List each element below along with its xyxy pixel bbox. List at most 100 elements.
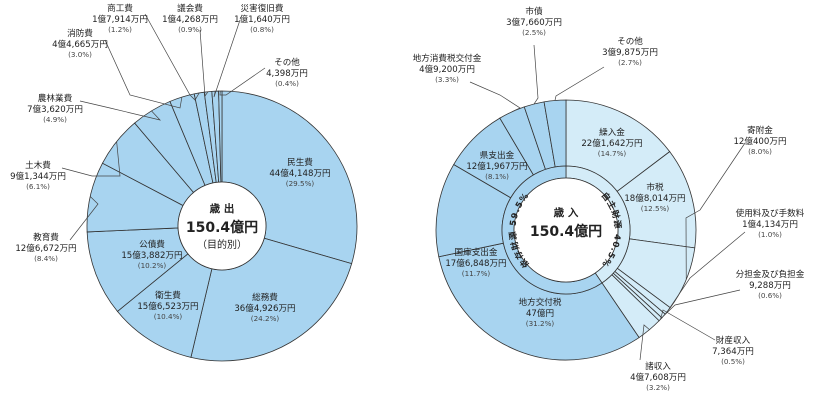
revenue-label-pct-2: (8.0%) <box>748 147 772 156</box>
revenue-label-name-3: 使用料及び手数料 <box>736 207 805 219</box>
expenditure-center-subtitle: （目的別） <box>197 238 247 251</box>
expenditure-label-name-4: 教育費 <box>33 231 59 243</box>
expenditure-label-amount-7: 4億4,665万円 <box>52 38 108 50</box>
expenditure-label-amount-3: 15億3,882万円 <box>121 249 182 261</box>
expenditure-label-pct-10: (0.8%) <box>250 25 274 34</box>
revenue-center-title: 歳 入 <box>554 206 579 219</box>
revenue-label-pct-5: (0.5%) <box>721 357 745 366</box>
expenditure-label-amount-1: 36億4,926万円 <box>234 302 295 314</box>
expenditure-leader-6 <box>79 100 162 121</box>
revenue-leader-5 <box>660 309 716 341</box>
expenditure-label-amount-9: 1億4,268万円 <box>162 13 218 25</box>
revenue-label-name-11: 市債 <box>525 5 543 17</box>
revenue-label-name-1: 市税 <box>646 181 664 193</box>
expenditure-label-pct-11: (0.4%) <box>275 79 299 88</box>
expenditure-label-pct-3: (10.2%) <box>138 261 167 270</box>
expenditure-leader-7 <box>104 39 183 109</box>
revenue-label-pct-6: (3.2%) <box>646 383 670 392</box>
expenditure-label-amount-11: 4,398万円 <box>266 68 308 79</box>
expenditure-label-name-11: その他 <box>274 56 300 68</box>
expenditure-label-name-0: 民生費 <box>287 156 313 168</box>
revenue-label-name-12: その他 <box>617 35 643 47</box>
revenue-label-name-5: 財産収入 <box>716 334 751 346</box>
expenditure-label-amount-5: 9億1,344万円 <box>10 170 66 182</box>
expenditure-label-pct-4: (8.4%) <box>34 254 58 263</box>
expenditure-label-amount-6: 7億3,620万円 <box>27 103 83 115</box>
revenue-label-amount-6: 4億7,608万円 <box>630 371 686 383</box>
expenditure-label-pct-0: (29.5%) <box>286 179 315 188</box>
revenue-label-amount-7: 47億円 <box>526 307 554 319</box>
revenue-label-name-9: 県支出金 <box>480 149 515 161</box>
revenue-label-name-10: 地方消費税交付金 <box>413 52 482 64</box>
revenue-label-amount-0: 22億1,642万円 <box>581 137 642 149</box>
expenditure-label-name-3: 公債費 <box>139 238 165 250</box>
expenditure-label-pct-8: (1.2%) <box>108 25 132 34</box>
expenditure-leader-11 <box>219 67 266 96</box>
expenditure-center-title: 歳 出 <box>210 202 235 215</box>
expenditure-center-total: 150.4億円 <box>186 219 258 236</box>
expenditure-leader-8 <box>144 13 200 101</box>
revenue-label-pct-4: (0.6%) <box>758 291 782 300</box>
expenditure-leader-9 <box>199 29 209 97</box>
expenditure-label-name-10: 災害復旧費 <box>241 2 284 14</box>
revenue-label-amount-2: 12億400万円 <box>733 135 786 147</box>
revenue-center: 歳 入 150.4億円 <box>530 206 602 240</box>
revenue-label-pct-10: (3.3%) <box>435 75 459 84</box>
expenditure-center: 歳 出 150.4億円 （目的別） <box>186 202 258 251</box>
revenue-label-amount-8: 17億6,848万円 <box>445 257 506 269</box>
expenditure-label-name-1: 総務費 <box>252 291 278 303</box>
revenue-leader-11 <box>533 44 539 105</box>
revenue-label-pct-8: (11.7%) <box>462 269 491 278</box>
revenue-label-pct-9: (8.1%) <box>485 172 509 181</box>
expenditure-pie <box>86 90 358 362</box>
revenue-label-pct-1: (12.5%) <box>641 204 670 213</box>
revenue-label-name-4: 分担金及び負担金 <box>736 268 805 280</box>
revenue-pie <box>435 99 697 361</box>
expenditure-label-amount-10: 1億1,640万円 <box>234 13 290 25</box>
expenditure-label-pct-7: (3.0%) <box>68 50 92 59</box>
revenue-label-amount-5: 7,364万円 <box>712 346 754 357</box>
expenditure-label-name-8: 商工費 <box>107 2 133 14</box>
expenditure-label-name-6: 農林業費 <box>38 92 73 104</box>
revenue-leader-12 <box>554 66 605 101</box>
revenue-center-total: 150.4億円 <box>530 223 602 240</box>
revenue-label-name-2: 寄附金 <box>747 124 773 136</box>
expenditure-label-pct-5: (6.1%) <box>26 182 50 191</box>
expenditure-label-name-7: 消防費 <box>67 27 93 39</box>
revenue-label-name-6: 諸収入 <box>645 360 671 372</box>
revenue-leader-3 <box>667 231 746 312</box>
revenue-label-amount-9: 12億1,967万円 <box>466 160 527 172</box>
revenue-label-amount-10: 4億9,200万円 <box>419 63 475 75</box>
expenditure-label-pct-1: (24.2%) <box>251 314 280 323</box>
revenue-label-pct-0: (14.7%) <box>598 149 627 158</box>
revenue-label-amount-12: 3億9,875万円 <box>602 46 658 58</box>
revenue-label-pct-11: (2.5%) <box>522 28 546 37</box>
expenditure-label-name-9: 議会費 <box>177 2 203 14</box>
expenditure-label-amount-0: 44億4,148万円 <box>269 167 330 179</box>
expenditure-label-pct-9: (0.9%) <box>178 25 202 34</box>
expenditure-label-name-2: 衛生費 <box>155 289 181 301</box>
revenue-label-amount-4: 9,288万円 <box>749 280 791 291</box>
revenue-label-name-7: 地方交付税 <box>519 296 562 308</box>
expenditure-label-amount-8: 1億7,914万円 <box>92 13 148 25</box>
expenditure-label-pct-2: (10.4%) <box>154 312 183 321</box>
expenditure-leader-10 <box>213 19 241 98</box>
revenue-leader-6 <box>639 324 650 361</box>
expenditure-leader-4 <box>69 196 99 241</box>
expenditure-label-pct-6: (4.9%) <box>43 115 67 124</box>
expenditure-center-disc <box>177 181 267 271</box>
revenue-label-amount-1: 18億8,014万円 <box>624 192 685 204</box>
expenditure-label-name-5: 土木費 <box>25 159 51 171</box>
revenue-label-amount-11: 3億7,660万円 <box>506 16 562 28</box>
expenditure-label-amount-4: 12億6,672万円 <box>15 242 76 254</box>
revenue-label-pct-7: (31.2%) <box>526 319 555 328</box>
revenue-leader-2 <box>685 142 746 280</box>
revenue-label-pct-12: (2.7%) <box>618 58 642 67</box>
revenue-label-name-0: 繰入金 <box>599 126 625 138</box>
revenue-label-name-8: 国庫支出金 <box>455 246 498 258</box>
revenue-leader-10 <box>469 81 521 113</box>
expenditure-label-amount-2: 15億6,523万円 <box>137 300 198 312</box>
revenue-label-amount-3: 1億4,134万円 <box>742 218 798 230</box>
